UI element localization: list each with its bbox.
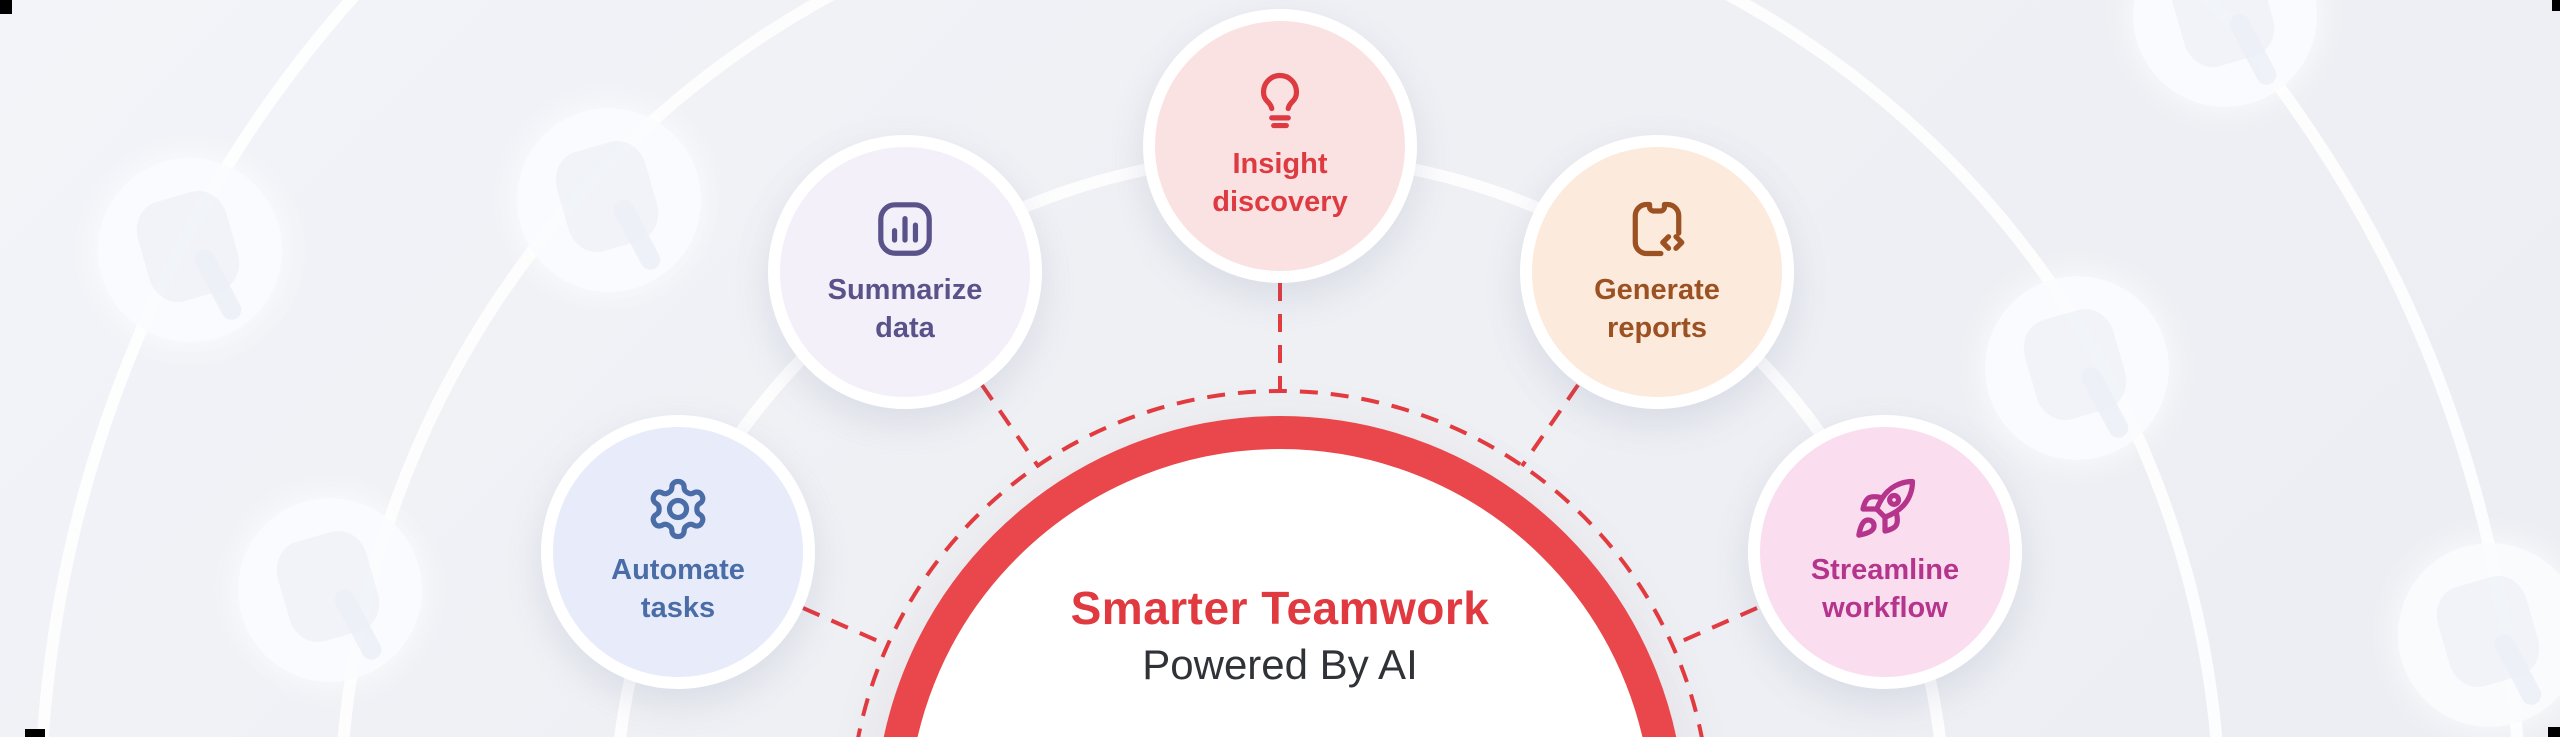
screen-corner-artifact — [25, 729, 45, 737]
node-label: Automate tasks — [611, 554, 745, 624]
node-label: Insight discovery — [1212, 148, 1348, 218]
lightbulb-icon — [1247, 70, 1313, 136]
ghost-logo-circle — [2398, 543, 2560, 727]
bar-chart-icon — [872, 196, 938, 262]
ghost-logo-circle — [238, 498, 422, 682]
report-code-icon — [1624, 196, 1690, 262]
rocket-icon — [1852, 476, 1918, 542]
node-label: Summarize data — [827, 274, 983, 344]
spoke-streamline — [1672, 606, 1758, 647]
ghost-logo-circle — [517, 108, 701, 292]
hub-title: Smarter Teamwork — [1070, 582, 1490, 634]
ghost-logo-circle — [2133, 0, 2317, 107]
node-automate-tasks: Automate tasks — [541, 415, 815, 689]
hub-content: Smarter Teamwork Powered By AI — [908, 449, 1652, 691]
hub-subtitle: Powered By AI — [1142, 641, 1418, 689]
screen-corner-artifact — [2552, 0, 2560, 11]
spoke-automate — [802, 606, 888, 647]
hub-circle: Smarter Teamwork Powered By AI — [875, 416, 1685, 737]
ghost-logo-circle — [1985, 276, 2169, 460]
node-label: Generate reports — [1594, 274, 1720, 344]
node-streamline-workflow: Streamline workflow — [1748, 415, 2022, 689]
ghost-logo-circle — [98, 158, 282, 342]
screen-corner-artifact — [2548, 727, 2560, 737]
gear-icon — [645, 476, 711, 542]
node-summarize-data: Summarize data — [768, 135, 1042, 409]
screen-corner-artifact — [0, 0, 12, 14]
node-generate-reports: Generate reports — [1520, 135, 1794, 409]
node-insight-discovery: Insight discovery — [1143, 9, 1417, 283]
node-label: Streamline workflow — [1810, 554, 1960, 624]
